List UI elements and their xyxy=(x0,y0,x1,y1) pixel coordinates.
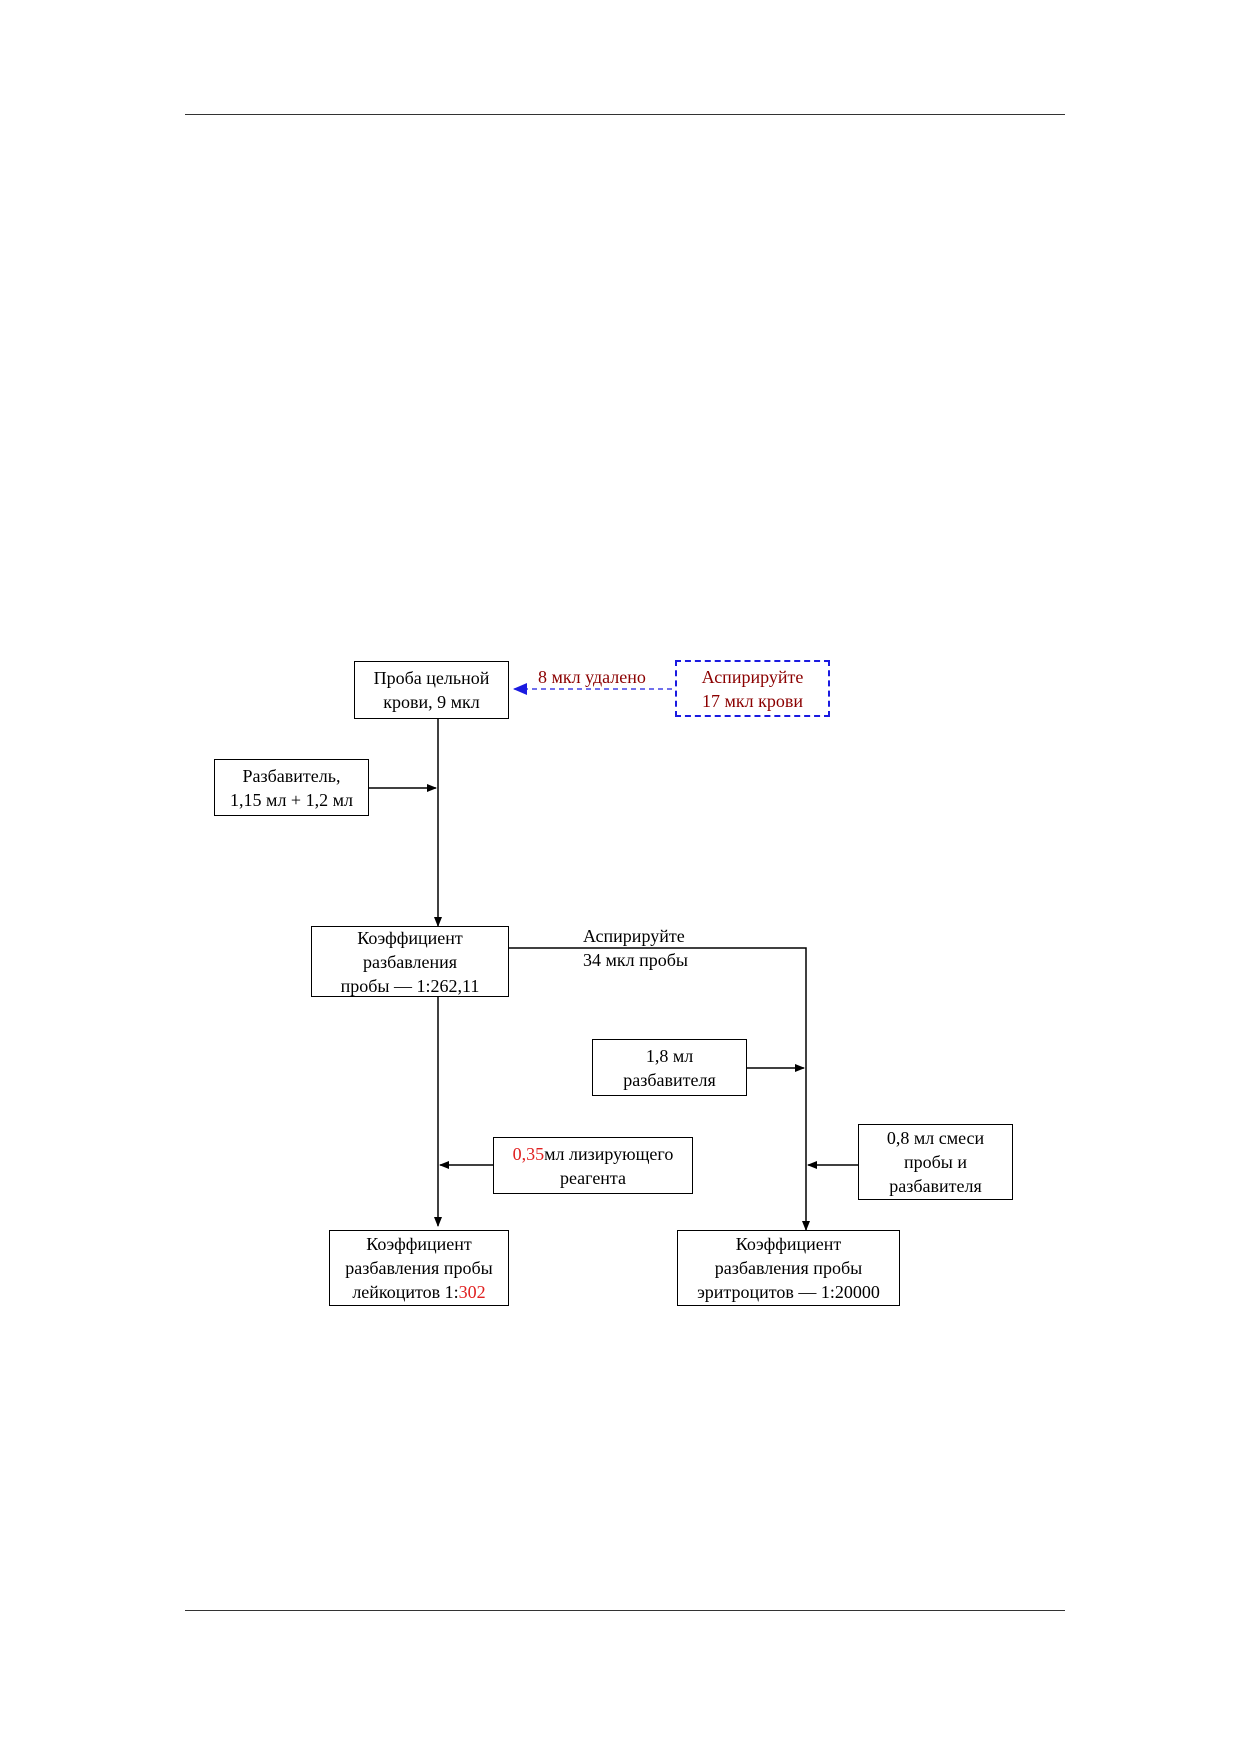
edge-ratio-to-rbc xyxy=(508,947,810,1231)
node-line: эритроцитов — 1:20000 xyxy=(697,1282,880,1302)
node-line: крови, 9 мкл xyxy=(383,692,480,712)
node-text: лейкоцитов 1: xyxy=(352,1282,459,1302)
edge-label-aspirate-sample: Аспирируйте 34 мкл пробы xyxy=(583,924,688,972)
header-rule xyxy=(185,114,1065,115)
node-line: Разбавитель, xyxy=(242,765,341,786)
node-lysing-reagent: 0,35мл лизирующего реагента xyxy=(493,1137,693,1194)
node-line: Аспирируйте xyxy=(701,666,804,687)
node-line: Проба цельной xyxy=(373,668,490,688)
highlighted-value: 302 xyxy=(458,1282,486,1302)
node-line: пробы — 1:262,11 xyxy=(340,975,480,996)
edge-label-removed: 8 мкл удалено xyxy=(538,667,646,687)
node-line: разбавления пробы xyxy=(345,1258,493,1278)
node-wbc-dilution-ratio: Коэффициент разбавления пробы лейкоцитов… xyxy=(329,1230,509,1306)
node-line: Коэффициент xyxy=(366,1234,472,1254)
node-diluent-first: Разбавитель, 1,15 мл + 1,2 мл xyxy=(214,759,369,816)
node-line: разбавления пробы xyxy=(714,1258,863,1278)
footer-rule xyxy=(185,1610,1065,1611)
node-diluent-second: 1,8 мл разбавителя xyxy=(592,1039,747,1096)
node-whole-blood-sample: Проба цельной крови, 9 мкл xyxy=(354,661,509,719)
edge-label-line: 34 мкл пробы xyxy=(583,950,689,970)
node-line: реагента xyxy=(559,1167,627,1188)
node-line: Коэффициент xyxy=(357,927,463,948)
node-line: лейкоцитов 1:302 xyxy=(352,1280,485,1304)
node-aspirate-blood: Аспирируйте 17 мкл крови xyxy=(675,660,830,717)
node-dilution-ratio: Коэффициент разбавления пробы — 1:262,11 xyxy=(311,926,509,997)
node-line: 0,35мл лизирующего xyxy=(513,1142,674,1166)
node-line: разбавления xyxy=(362,951,458,972)
highlighted-value: 0,35 xyxy=(512,1143,545,1164)
node-line: 17 мкл крови xyxy=(702,690,803,711)
node-line: 1,15 мл + 1,2 мл xyxy=(230,789,353,810)
node-line: 0,8 мл смеси xyxy=(886,1128,985,1148)
node-line: Коэффициент xyxy=(735,1234,842,1254)
node-mix-sample: 0,8 мл смеси пробы и разбавителя xyxy=(858,1124,1013,1200)
node-line: разбавителя xyxy=(623,1069,716,1090)
node-line: 1,8 мл xyxy=(645,1045,694,1066)
node-line: пробы и xyxy=(903,1152,968,1172)
node-line: разбавителя xyxy=(889,1176,982,1196)
node-rbc-dilution-ratio: Коэффициент разбавления пробы эритроцито… xyxy=(677,1230,900,1306)
node-text: мл лизирующего xyxy=(544,1143,674,1164)
edge-label-line: Аспирируйте xyxy=(583,926,685,946)
